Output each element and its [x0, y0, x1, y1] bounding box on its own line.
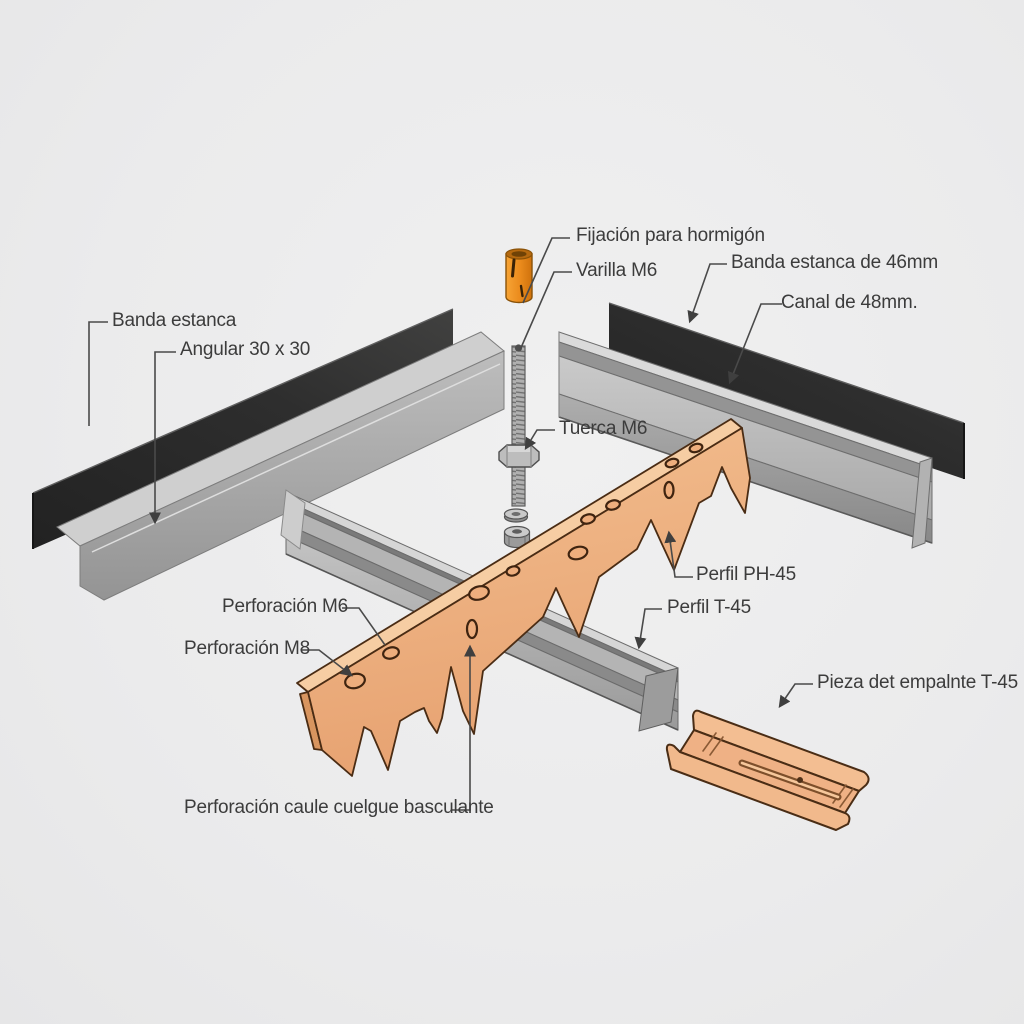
- leader-banda46: [687, 263, 727, 324]
- leader-t45: [634, 608, 662, 650]
- leader-angular: [149, 351, 176, 525]
- label-banda46: Banda estanca de 46mm: [731, 252, 939, 273]
- washer: [503, 508, 529, 523]
- label-basculante: Perforación caule cuelgue basculante: [184, 797, 494, 818]
- leader-perf-m6: [342, 607, 386, 646]
- ph45-holes: [344, 442, 704, 690]
- hole-m8: [344, 672, 366, 690]
- splice-center-hole: [797, 777, 803, 783]
- label-pieza: Pieza det empalnte T-45: [817, 672, 1019, 693]
- leader-canal48: [727, 303, 782, 385]
- leader-banda: [88, 321, 108, 426]
- angular-profile: [56, 331, 505, 601]
- leader-basculante: [452, 644, 476, 811]
- label-varilla: Varilla M6: [576, 260, 658, 281]
- label-fijacion: Fijación para hormigón: [576, 225, 765, 246]
- label-perf-m6: Perforación M6: [222, 596, 349, 617]
- leader-pieza: [778, 683, 813, 708]
- label-ph45: Perfil PH-45: [696, 564, 797, 585]
- leader-ph45: [664, 530, 693, 578]
- label-canal48: Canal de 48mm.: [781, 292, 918, 313]
- leader-perf-m8: [302, 649, 353, 677]
- label-banda: Banda estanca: [112, 310, 237, 331]
- label-t45: Perfil T-45: [667, 597, 752, 618]
- hole-m6: [382, 646, 400, 660]
- leader-fijacion: [522, 237, 570, 304]
- label-angular: Angular 30 x 30: [180, 339, 311, 360]
- label-perf-m8: Perforación M8: [184, 638, 311, 659]
- leader-varilla: [519, 271, 572, 351]
- hole-basculante: [465, 618, 479, 640]
- leader-tuerca: [524, 429, 555, 451]
- threaded-rod: [498, 344, 540, 549]
- hex-nut: [498, 444, 540, 468]
- label-tuerca: Tuerca M6: [559, 418, 648, 439]
- sealing-band-right: [608, 302, 965, 479]
- ph45-profile: [296, 418, 751, 777]
- concrete-anchor: [505, 248, 533, 304]
- leader-lines: [88, 237, 813, 811]
- round-nut: [503, 525, 531, 549]
- sealing-band-left: [32, 308, 454, 549]
- t45-splice-piece: [665, 709, 870, 831]
